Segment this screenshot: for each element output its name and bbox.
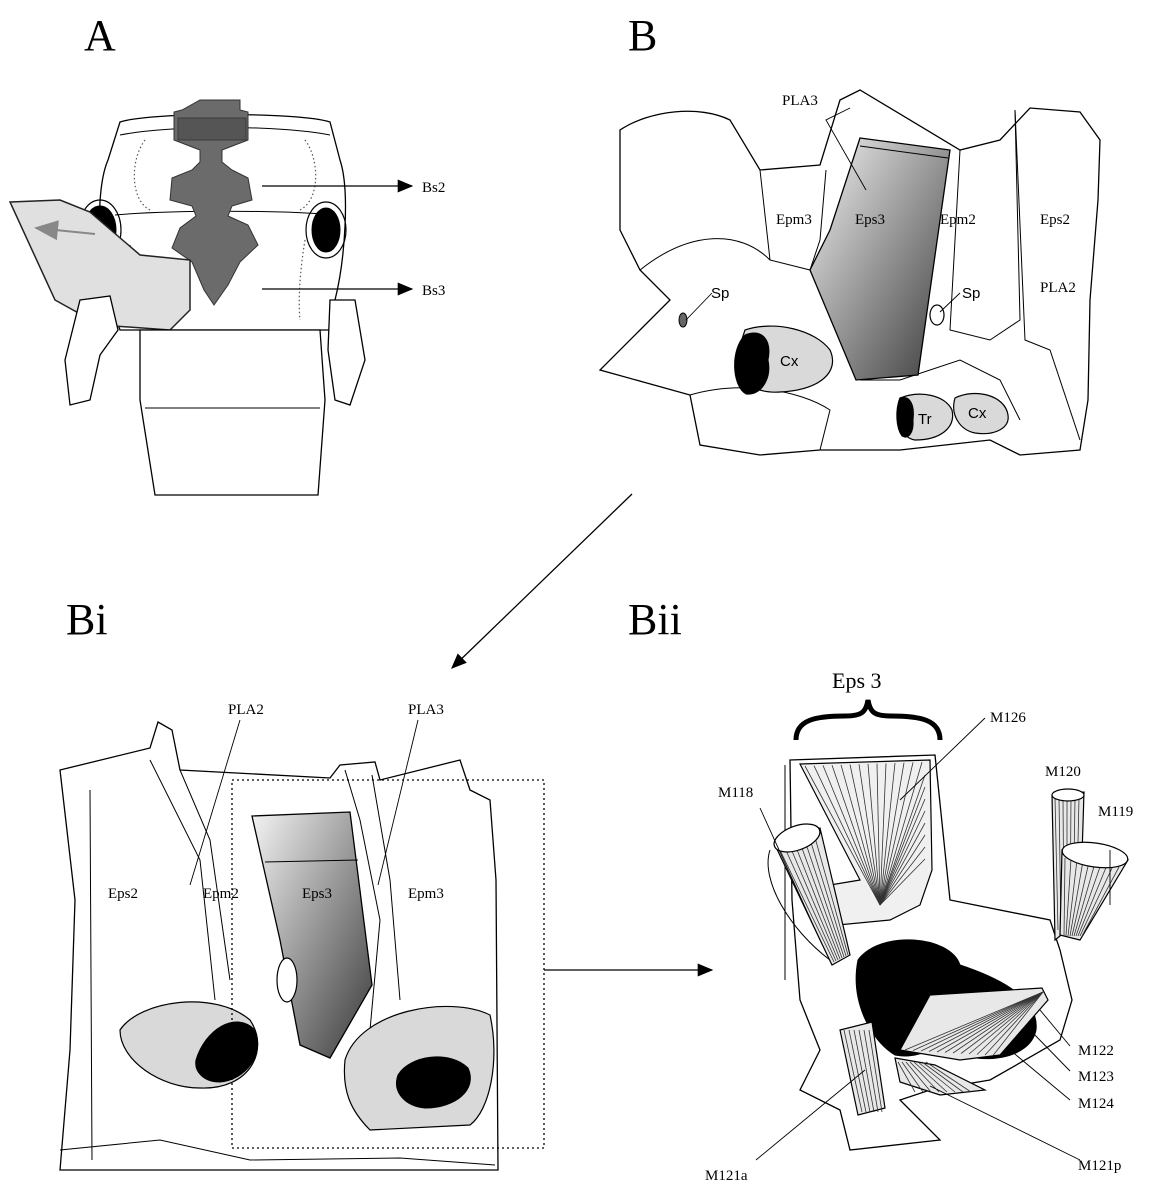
panel-bii-label-m122: M122 bbox=[1078, 1043, 1114, 1059]
panel-b-title: B bbox=[628, 11, 657, 60]
panel-bii-title: Bii bbox=[628, 595, 682, 644]
panel-bi-label-eps3: Eps3 bbox=[302, 886, 332, 902]
panel-b-label-pla3: PLA3 bbox=[782, 93, 818, 109]
panel-bii-m124-leader bbox=[1010, 1050, 1070, 1100]
panel-b-label-cx-left: Cx bbox=[780, 353, 799, 370]
panel-bii-label-m123: M123 bbox=[1078, 1069, 1114, 1085]
panel-bii-label-m119: M119 bbox=[1098, 804, 1133, 820]
panel-a-abdomen bbox=[140, 330, 325, 495]
panel-bii-m119 bbox=[1060, 839, 1129, 940]
panel-b-label-cx-right: Cx bbox=[968, 405, 987, 422]
panel-b-spiracle-right bbox=[930, 305, 944, 325]
panel-a-leg-left bbox=[65, 296, 118, 405]
panel-bi-label-pla2: PLA2 bbox=[228, 702, 264, 718]
panel-bii-eps3-brace bbox=[796, 700, 940, 740]
panel-a-label-bs2: Bs2 bbox=[422, 180, 445, 196]
panel-b-trochanter-dark bbox=[897, 397, 914, 437]
panel-bii-label-m126: M126 bbox=[990, 710, 1026, 726]
panel-bi-label-eps2: Eps2 bbox=[108, 886, 138, 902]
panel-a-title: A bbox=[84, 11, 116, 60]
panel-b-label-epm3: Epm3 bbox=[776, 212, 812, 228]
panel-bii-label-m118: M118 bbox=[718, 785, 753, 801]
panel-bii-m121p-leader bbox=[930, 1086, 1080, 1160]
panel-bi-title: Bi bbox=[66, 595, 108, 644]
panel-b-label-sp-right: Sp bbox=[962, 285, 980, 302]
panel-bii-label-m121a: M121a bbox=[705, 1168, 748, 1184]
panel-b-coxa-left-dark bbox=[735, 333, 769, 394]
panel-bi-label-epm3: Epm3 bbox=[408, 886, 444, 902]
panel-b-label-eps3: Eps3 bbox=[855, 212, 885, 228]
panel-bii-label-m121p: M121p bbox=[1078, 1158, 1121, 1174]
panel-bi: Bi PLA2 PLA3 Eps2 Epm2 Eps3 Epm3 bbox=[60, 595, 544, 1170]
panel-bi-label-pla3: PLA3 bbox=[408, 702, 444, 718]
panel-a-leg-right bbox=[328, 300, 365, 405]
panel-a-coxa-right bbox=[312, 208, 340, 252]
panel-b: B PLA3 Epm3 Eps3 Epm2 Eps2 PLA2 Sp bbox=[600, 11, 1100, 455]
panel-bii: Bii Eps 3 bbox=[628, 595, 1133, 1184]
panel-b-spiracle-left bbox=[679, 313, 687, 327]
panel-b-label-pla2: PLA2 bbox=[1040, 280, 1076, 296]
panel-b-label-sp-left: Sp bbox=[711, 285, 729, 302]
panel-b-label-tr: Tr bbox=[918, 411, 932, 428]
panel-a-label-bs3: Bs3 bbox=[422, 283, 445, 299]
b-to-bi-arrow bbox=[452, 494, 632, 668]
panel-bi-spiracle bbox=[277, 958, 297, 1002]
panel-bii-label-m124: M124 bbox=[1078, 1096, 1114, 1112]
panel-a-prosternum bbox=[178, 118, 246, 140]
panel-a: A Bs2 Bs3 bbox=[10, 11, 445, 495]
panel-bii-label-m120: M120 bbox=[1045, 764, 1081, 780]
panel-b-label-eps2: Eps2 bbox=[1040, 212, 1070, 228]
panel-b-label-epm2: Epm2 bbox=[940, 212, 976, 228]
panel-bii-label-eps3: Eps 3 bbox=[832, 668, 882, 693]
panel-bi-label-epm2: Epm2 bbox=[203, 886, 239, 902]
